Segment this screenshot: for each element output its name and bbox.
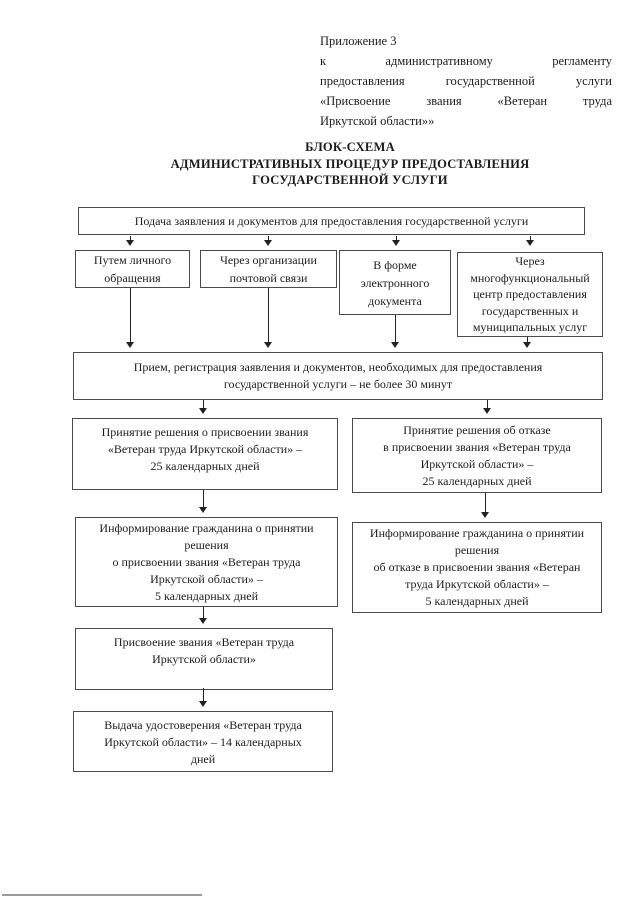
title-line: ГОСУДАРСТВЕННОЙ УСЛУГИ [252,173,448,187]
connector-arrow [199,607,208,624]
connector-arrow [483,400,492,414]
box-inform-grant: Информирование гражданина о принятии реш… [75,517,338,607]
connector-arrow [126,236,135,246]
box-channel-personal: Путем личного обращения [75,250,190,288]
box-certificate: Выдача удостоверения «Ветеран труда Ирку… [73,711,333,772]
annex-line: Иркутской области»» [320,114,435,128]
connector-arrow [199,688,208,707]
connector-arrow [526,236,535,246]
title-line: АДМИНИСТРАТИВНЫХ ПРОЦЕДУР ПРЕДОСТАВЛЕНИЯ [170,156,530,171]
connector-arrow [392,236,401,246]
box-channel-electronic: В форме электронного документа [339,250,451,315]
annex-line: «Присвоение звания «Ветеран труда [320,94,612,108]
box-submission: Подача заявления и документов для предос… [78,207,585,235]
footer-rule [2,894,202,896]
annex-line: к административному регламенту [320,54,612,68]
connector-arrow [199,400,208,414]
connector-arrow [391,315,400,348]
annex-reference: Приложение 3 к административному регламе… [320,31,612,131]
box-inform-refusal: Информирование гражданина о принятии реш… [352,522,602,613]
connector-arrow [199,490,208,513]
connector-arrow [481,493,490,518]
document-title: БЛОК-СХЕМА АДМИНИСТРАТИВНЫХ ПРОЦЕДУР ПРЕ… [80,139,620,189]
title-line: БЛОК-СХЕМА [305,140,395,154]
connector-arrow [264,236,273,246]
box-decision-refusal: Принятие решения об отказе в присвоении … [352,418,602,493]
annex-line: Приложение 3 [320,34,397,48]
connector-arrow [523,337,532,348]
box-award: Присвоение звания «Ветеран труда Иркутск… [75,628,333,690]
box-channel-post: Через организации почтовой связи [200,250,337,288]
connector-arrow [264,288,273,348]
annex-line: предоставления государственной услуги [320,74,612,88]
box-decision-grant: Принятие решения о присвоении звания «Ве… [72,418,338,490]
box-channel-mfc: Через многофункциональный центр предоста… [457,252,603,337]
connector-arrow [126,288,135,348]
box-reception: Прием, регистрация заявления и документо… [73,352,603,400]
